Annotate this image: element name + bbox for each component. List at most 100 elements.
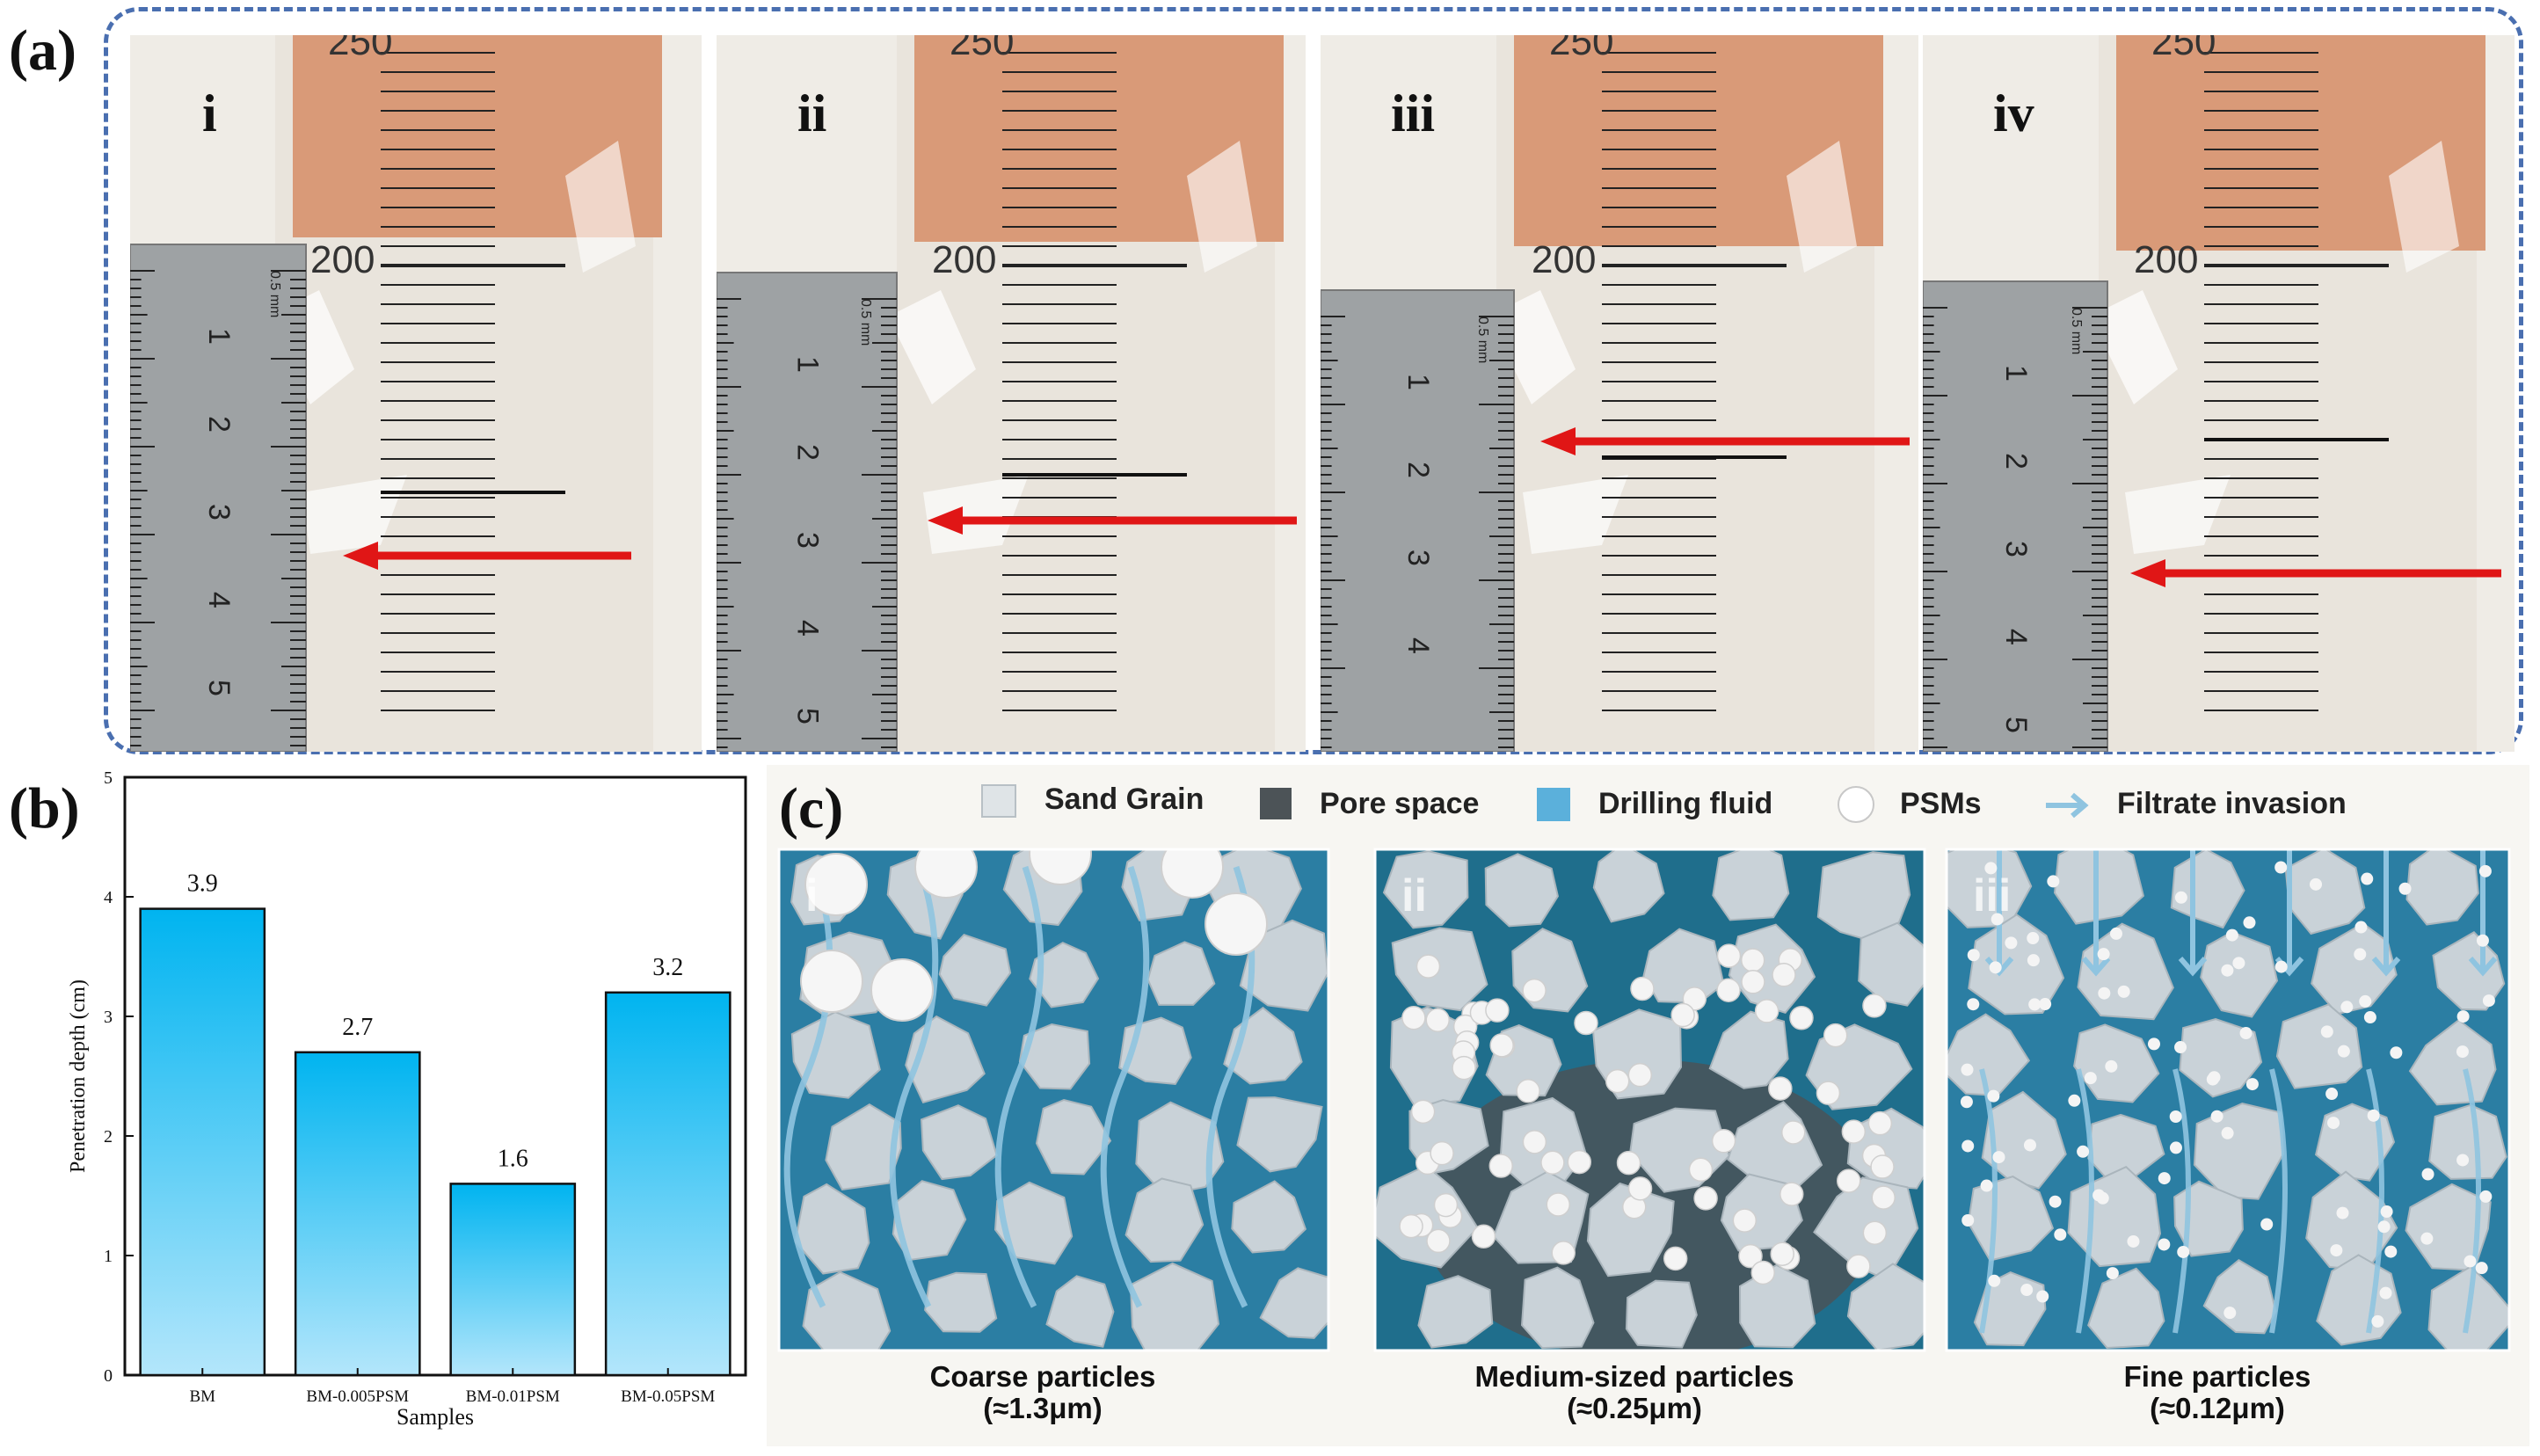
psm-particle — [1967, 949, 1980, 962]
sand-grain — [790, 1011, 881, 1099]
psm-particle — [2390, 1046, 2403, 1059]
psm-particle — [2398, 882, 2412, 895]
psm-particle — [2464, 1255, 2477, 1268]
sand-grain — [1231, 1180, 1307, 1254]
psm-particle — [2420, 1232, 2434, 1245]
psm-particle — [2336, 1206, 2349, 1219]
psm-particle — [1161, 849, 1224, 899]
psm-particle — [1740, 948, 1765, 972]
psm-particle — [2274, 861, 2288, 874]
ruler — [1923, 280, 2108, 752]
psm-particle — [1984, 862, 1998, 875]
legend-pore-space: Pore space — [1320, 787, 1479, 820]
psm-particle — [1789, 1006, 1814, 1030]
psm-particle — [1574, 1010, 1598, 1036]
x-axis-title: Samples — [397, 1404, 474, 1430]
psm-particle — [1992, 1151, 2005, 1164]
tube-mark-label: 250 — [950, 35, 1014, 63]
ruler-number: 5 — [1999, 717, 2033, 733]
ruler-number: 4 — [791, 620, 825, 637]
ruler — [1321, 289, 1515, 752]
psm-particle — [1862, 994, 1887, 1018]
filtrate-arrow — [2269, 1068, 2288, 1334]
sand-grain — [1967, 1176, 2055, 1262]
ruler-number: 1 — [791, 356, 825, 373]
psm-particle — [1670, 1002, 1695, 1028]
ruler — [130, 244, 307, 752]
y-tick-label: 5 — [104, 768, 113, 788]
psm-particle — [1616, 1150, 1641, 1176]
y-tick-label: 4 — [104, 888, 113, 907]
photo-roman-label: i — [202, 84, 217, 142]
sand-grain — [1846, 1263, 1925, 1350]
psm-particle — [2092, 1189, 2106, 1202]
psm-particle — [1426, 1228, 1451, 1254]
plastic-wrap — [2090, 290, 2178, 404]
ruler-number: 1 — [202, 328, 236, 345]
psm-particle — [2169, 1110, 2182, 1124]
psm-particle — [1991, 913, 2004, 926]
ruler-number: 2 — [791, 444, 825, 461]
photo-roman-label: ii — [797, 84, 827, 142]
psm-particle — [2479, 1190, 2493, 1203]
filtrate-arrow — [1100, 865, 1150, 1308]
psm-particle — [1567, 1149, 1592, 1175]
psm-particle — [1867, 1110, 1893, 1136]
scene-frame — [1945, 848, 2511, 1352]
psm-particle — [1961, 1139, 1975, 1153]
tube-graduations — [381, 52, 565, 711]
sand-grain — [2405, 849, 2479, 926]
scene-content — [1375, 849, 1925, 1350]
psm-particle — [2039, 998, 2052, 1011]
x-tick-label: BM-0.05PSM — [621, 1387, 715, 1406]
sand-grain — [993, 1181, 1073, 1265]
psm-particle — [2239, 1027, 2253, 1040]
x-tick-label: BM — [189, 1387, 215, 1406]
psm-particle — [2221, 964, 2234, 977]
plastic-wrap — [565, 141, 636, 273]
psm-particle — [1551, 1241, 1576, 1265]
psm-particle — [1410, 1099, 1436, 1125]
psm-particle — [2098, 986, 2111, 1000]
photo-roman-label: iv — [1993, 84, 2034, 142]
panel-c: Sand Grain Pore space Drilling fluid PSM… — [767, 765, 2529, 1446]
psm-particle — [1870, 1154, 1895, 1179]
psm-particle — [1960, 1096, 1973, 1109]
psm-particle — [2127, 1234, 2140, 1248]
ruler-number: 2 — [202, 416, 236, 433]
psm-particle — [1540, 1150, 1565, 1176]
sand-grain — [1738, 1263, 1816, 1349]
plastic-wrap — [1787, 141, 1857, 273]
caption-medium: Medium-sized particles (≈0.25μm) — [1362, 1361, 1907, 1424]
psm-particle — [2027, 932, 2040, 945]
psm-particle — [1430, 1140, 1454, 1166]
psm-particle — [1862, 1220, 1888, 1245]
plastic-wrap — [2389, 141, 2459, 273]
filtrate-arrow — [2076, 1068, 2094, 1334]
psm-particle — [1682, 986, 1707, 1011]
psm-particle — [2421, 1168, 2434, 1181]
sand-grain — [2432, 931, 2506, 1011]
plastic-wrap — [1187, 141, 1257, 273]
psm-particle — [2068, 1094, 2081, 1107]
filtrate-arrow — [2366, 1068, 2384, 1334]
sand-grain — [1968, 914, 2065, 1016]
ruler-number: 4 — [1401, 637, 1435, 654]
psm-particle — [914, 849, 978, 899]
psm-particle — [1738, 1243, 1763, 1269]
ruler-number: 1 — [1999, 365, 2033, 382]
filtrate-arrow — [2178, 849, 2208, 977]
psm-particle — [800, 950, 863, 1013]
psm-particle — [2363, 1011, 2376, 1024]
sand-grain — [938, 934, 1012, 1007]
sand-grain — [1520, 1266, 1595, 1350]
psm-particle — [1871, 1185, 1896, 1210]
ruler-number: 1 — [1401, 374, 1435, 390]
legend-filtrate-arrow — [2046, 792, 2089, 819]
sand-grain — [1035, 1098, 1112, 1176]
scene-frame — [777, 848, 1330, 1352]
data-label: 1.6 — [498, 1145, 528, 1172]
